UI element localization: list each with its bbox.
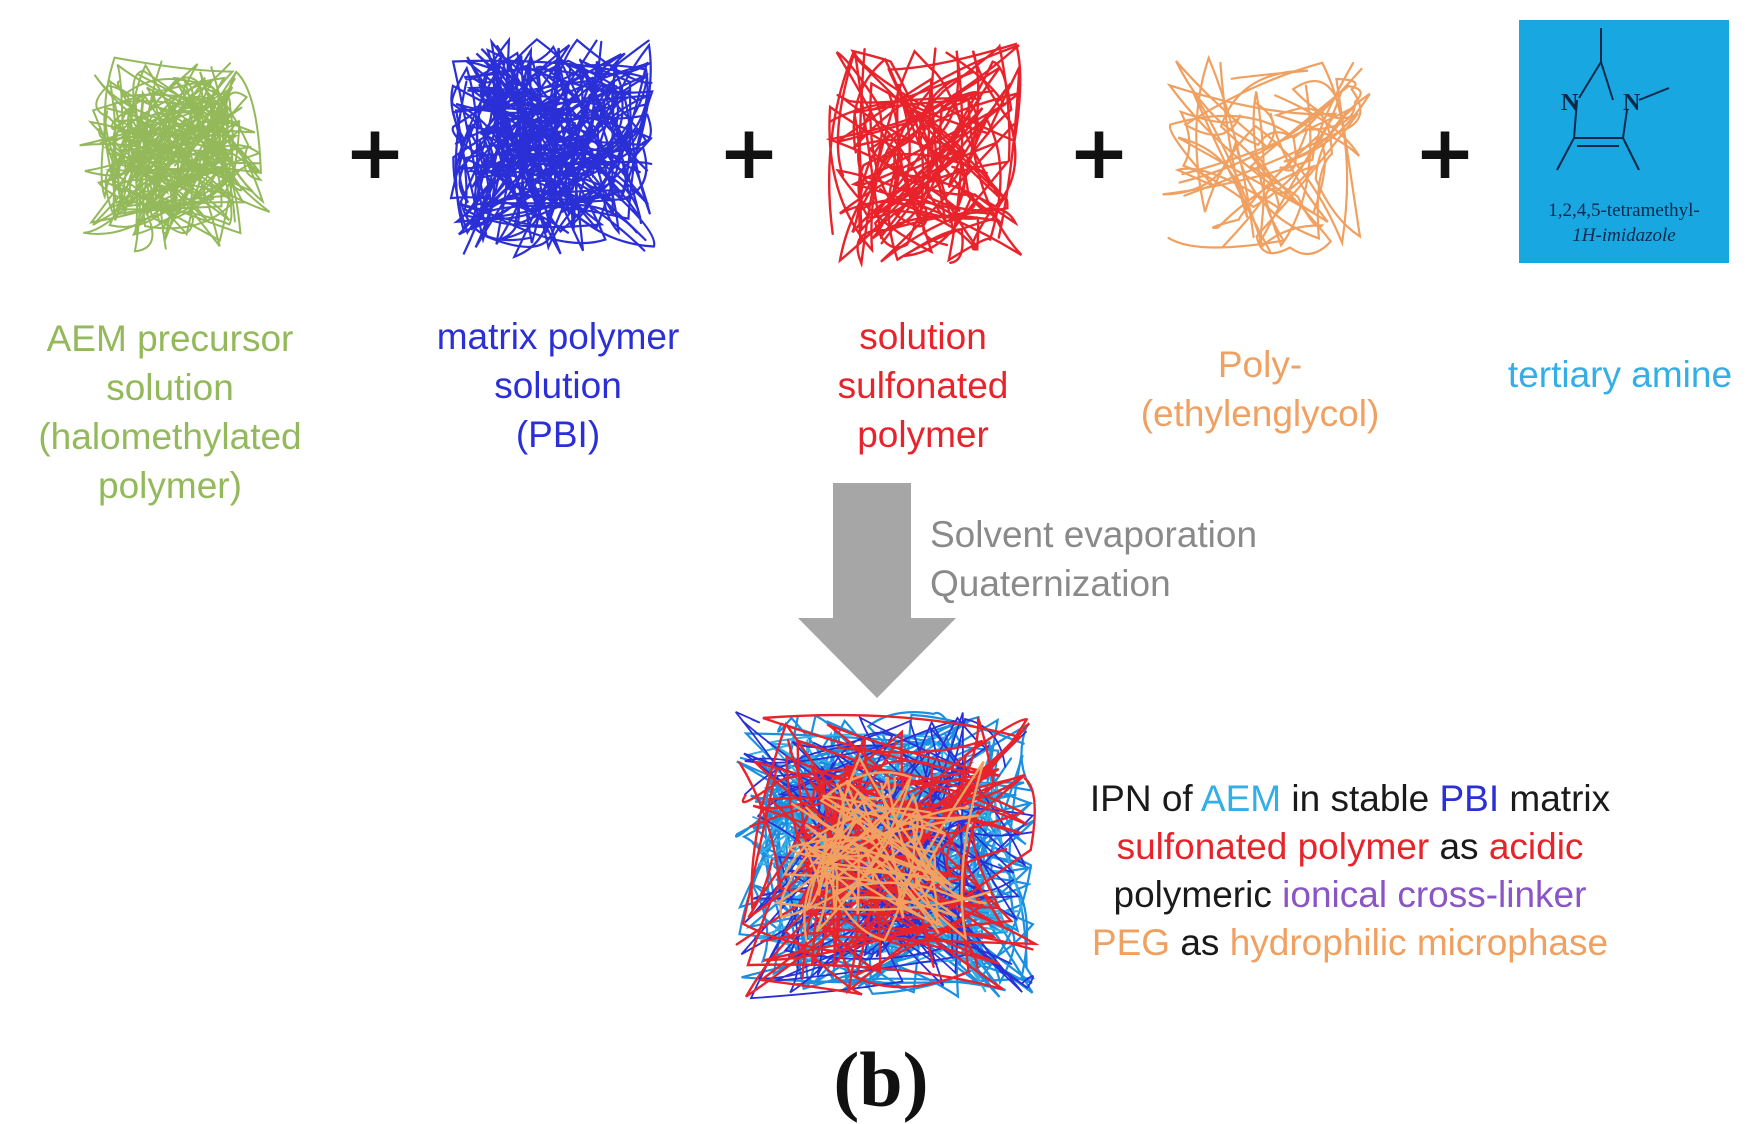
polymer-chain: [869, 66, 1021, 239]
plus-sign-1: +: [344, 110, 407, 196]
sulfonated-label-line-2: sulfonated: [837, 365, 1009, 406]
polymer-chain: [835, 51, 993, 255]
amine-label-line-1: tertiary amine: [1507, 354, 1733, 395]
plus-sign-4: +: [1414, 110, 1477, 196]
aem-label-line-2: solution: [106, 367, 234, 408]
polymer-chain: [112, 69, 261, 221]
plus-sign-2: +: [718, 110, 781, 196]
description-segment: PBI: [1439, 778, 1500, 819]
plus-sign-3: +: [1068, 110, 1131, 196]
process-steps: Solvent evaporation Quaternization: [930, 510, 1257, 608]
polymer-chain: [805, 771, 980, 942]
description-line-2: sulfonated polymer as acidic: [1080, 823, 1620, 871]
process-step-2: Quaternization: [930, 563, 1171, 604]
polymer-chain: [747, 722, 1031, 996]
description-segment: sulfonated polymer: [1116, 826, 1430, 867]
description-segment: matrix: [1499, 778, 1611, 819]
description-segment: as: [1429, 826, 1489, 867]
description-segment: as: [1170, 922, 1230, 963]
imidazole-name-line-2: 1H-imidazole: [1572, 225, 1676, 246]
process-arrow: [798, 483, 956, 698]
peg-label: Poly- (ethylenglycol): [1110, 340, 1410, 438]
polymer-chain: [825, 43, 1011, 233]
description-line-4: PEG as hydrophilic microphase: [1080, 919, 1620, 967]
polymer-chain: [79, 79, 241, 243]
polymer-chain: [804, 755, 952, 915]
polymer-chain: [762, 713, 1028, 970]
polymer-chain: [1191, 67, 1363, 253]
polymer-chain: [455, 53, 607, 244]
aem-precursor-coil: [79, 56, 271, 253]
polymer-chain: [478, 38, 653, 232]
polymer-chain: [785, 754, 1034, 951]
polymer-chain: [757, 731, 1013, 982]
imidazole-atom-n2: N: [1623, 90, 1641, 116]
description-segment: hydrophilic microphase: [1229, 922, 1609, 963]
polymer-chain: [491, 39, 650, 234]
polymer-chain: [790, 782, 958, 934]
sulfonated-label-line-3: polymer: [857, 414, 989, 455]
polymer-chain: [1166, 83, 1338, 248]
description-line-3: polymeric ionical cross-linker: [1080, 871, 1620, 919]
pbi-label-line-1: matrix polymer: [436, 316, 680, 357]
description-segment: PEG: [1091, 922, 1171, 963]
pbi-matrix-label: matrix polymer solution (PBI): [408, 312, 708, 459]
polymer-chain: [1181, 77, 1371, 239]
description-segment: in stable: [1281, 778, 1440, 819]
polymer-chain: [827, 52, 1012, 245]
polymer-chain: [735, 740, 1002, 998]
polymer-chain: [103, 106, 241, 234]
description-segment: IPN of: [1089, 778, 1201, 819]
imidazole-structure-svg: N N: [1556, 28, 1670, 171]
description-segment: polymeric: [1113, 874, 1283, 915]
description-segment: ionical cross-linker: [1282, 874, 1587, 915]
ipn-membrane-coil: [734, 711, 1040, 1000]
polymer-chain: [868, 66, 1019, 249]
sulfonated-polymer-coil: [825, 42, 1023, 269]
polymer-chain: [856, 42, 1022, 269]
polymer-chain: [92, 86, 234, 226]
polymer-chain: [1219, 69, 1359, 256]
aem-label-line-4: polymer): [98, 465, 242, 506]
aem-label-line-1: AEM precursor: [46, 318, 294, 359]
peg-coil: [1162, 54, 1371, 256]
process-step-1: Solvent evaporation: [930, 514, 1258, 555]
imidazole-name: 1,2,4,5-tetramethyl- 1H-imidazole: [1519, 198, 1729, 248]
pbi-label-line-2: solution: [494, 365, 622, 406]
description-segment: acidic: [1488, 826, 1584, 867]
imidazole-structure-box: N N 1,2,4,5-tetramethyl- 1H-imidazole: [1519, 20, 1729, 263]
polymer-chain: [880, 50, 1017, 223]
peg-label-line-1: Poly-: [1217, 344, 1303, 385]
aem-label-line-3: (halomethylated: [38, 416, 302, 457]
polymer-chain: [104, 102, 228, 253]
aem-precursor-label: AEM precursor solution (halomethylated p…: [20, 314, 320, 510]
description-segment: AEM: [1200, 778, 1282, 819]
sulfonated-label-line-1: solution: [859, 316, 987, 357]
polymer-chain: [836, 50, 1013, 263]
polymer-chain: [449, 37, 652, 234]
description-line-1: IPN of AEM in stable PBI matrix: [1080, 775, 1620, 823]
sulfonated-polymer-label: solution sulfonated polymer: [793, 312, 1053, 459]
peg-label-line-2: (ethylenglycol): [1140, 393, 1380, 434]
pbi-label-line-3: (PBI): [515, 414, 601, 455]
panel-label: (b): [833, 1036, 929, 1123]
tertiary-amine-label: tertiary amine: [1480, 350, 1760, 399]
pbi-matrix-coil: [449, 36, 656, 259]
imidazole-atom-n1: N: [1561, 90, 1579, 116]
imidazole-name-line-1: 1,2,4,5-tetramethyl-: [1548, 200, 1700, 221]
polymer-chain: [145, 76, 259, 213]
